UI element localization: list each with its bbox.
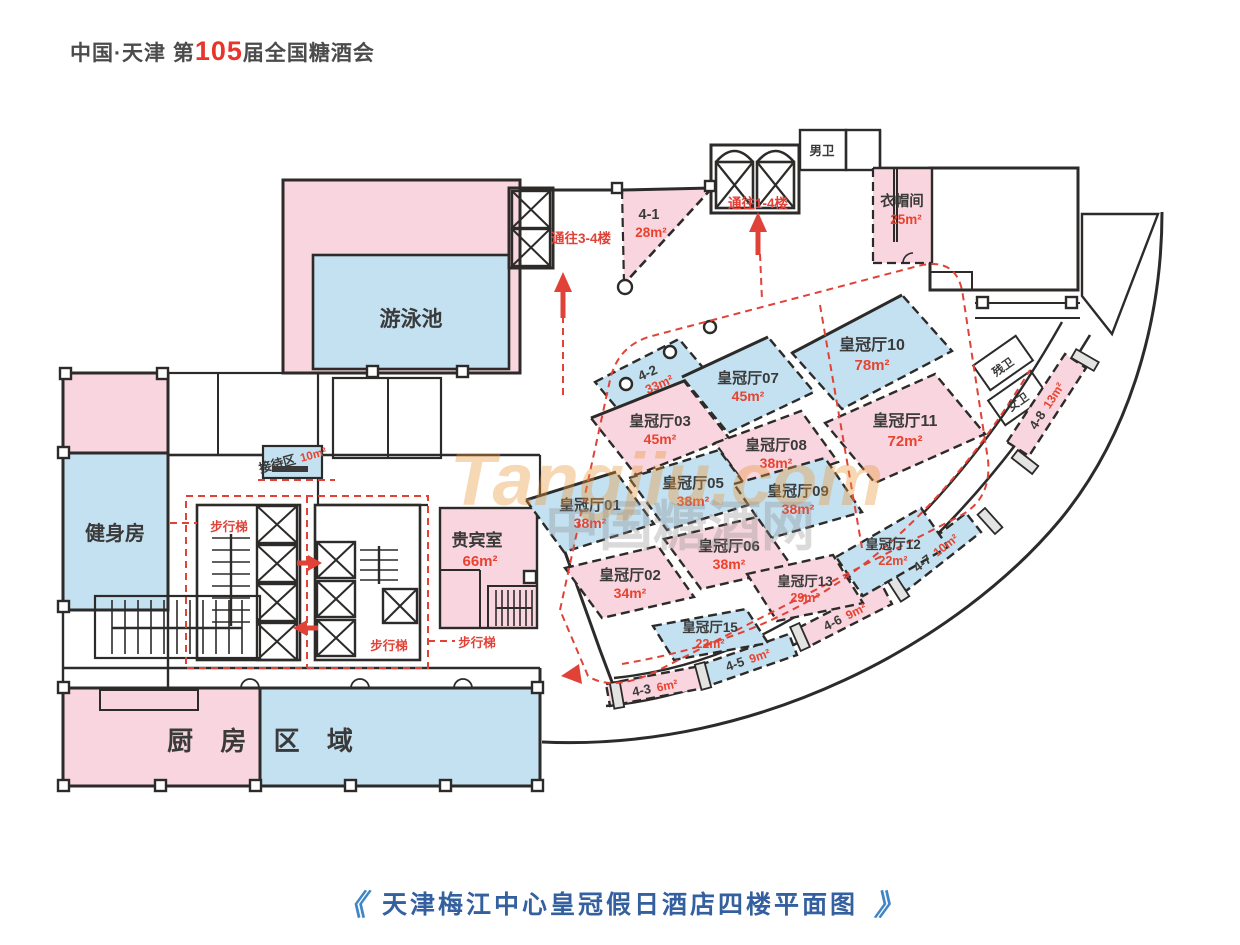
hall-cluster [524,293,987,662]
stair-room-left [61,608,170,690]
pink-room-left [61,371,170,455]
watermark: Tangjiu.com 中国糖酒网 [450,438,883,557]
hall-12-shape [834,506,950,598]
cloakroom [871,166,934,265]
svg-text:29m²: 29m² [790,591,819,605]
cloakroom-area: 25m² [890,212,922,227]
watermark-site: 中国糖酒网 [545,497,815,557]
svg-text:皇冠厅15: 皇冠厅15 [682,619,738,635]
svg-text:38m²: 38m² [782,501,815,517]
vip-area: 66m² [462,553,497,570]
core-right-stairs [360,546,398,584]
arrow-up-lift14 [749,212,767,255]
caption-close-guillemet: 》 [874,890,904,922]
svg-text:78m²: 78m² [854,357,889,374]
hall-02-shape [562,544,697,620]
core-left-stairs [212,534,250,626]
svg-text:34m²: 34m² [614,585,647,601]
svg-text:22m²: 22m² [695,637,724,651]
hall-15-shape [651,607,770,662]
unit-4-1 [616,186,713,296]
accessible-wc-room [971,334,1035,392]
svg-text:38m²: 38m² [760,455,793,471]
svg-text:28m²: 28m² [635,225,667,240]
elevator-core-left [195,503,302,662]
reception-area [261,444,324,480]
band-separators [608,347,1100,710]
kitchen-zone [61,686,542,788]
lift-3-4-label: 通往3-4楼 [551,230,612,246]
back-room-1 [166,371,320,457]
caption-title: 天津梅江中心皇冠假日酒店四楼平面图 [381,891,858,919]
gym-room [61,451,170,612]
svg-text:皇冠厅09: 皇冠厅09 [767,482,829,500]
svg-text:皇冠厅01: 皇冠厅01 [559,496,621,514]
lift-1-4-label: 通往1-4楼 [728,195,789,211]
swimming-pool [311,253,511,371]
stairs-label-2: 步行梯 [370,638,408,653]
red-dashed-circulation [170,253,1031,685]
svg-text:皇冠厅12: 皇冠厅12 [865,536,921,552]
svg-text:45m²: 45m² [644,431,677,447]
guest-elevators-1-4 [709,143,801,215]
kitchen-label: 厨 房 区 域 [167,726,363,756]
svg-text:4-1: 4-1 [639,207,660,223]
corner-room [1080,212,1160,337]
pool-block [281,178,522,375]
svg-text:45m²: 45m² [732,388,765,404]
stairs-vip [495,590,533,626]
svg-text:38m²: 38m² [574,515,607,531]
core-arrow-left [293,620,318,636]
svg-text:皇冠厅07: 皇冠厅07 [717,369,779,387]
hall-10-shape [790,293,954,411]
hall-13-shape [745,553,865,623]
caption-open-guillemet: 《 [336,890,366,922]
fair-number: 105 [194,36,243,66]
svg-text:皇冠厅06: 皇冠厅06 [698,537,760,555]
svg-text:22m²: 22m² [878,554,907,568]
plan-caption: 《天津梅江中心皇冠假日酒店四楼平面图》 [0,882,1240,924]
arrow-up-lift34 [554,272,572,318]
stairs-label-1: 步行梯 [210,519,248,534]
svg-text:皇冠厅10: 皇冠厅10 [839,335,905,354]
elevator-core-right [313,503,422,662]
stairs-bottom-left [93,594,262,660]
womens-wc-room [986,369,1050,427]
svg-text:皇冠厅05: 皇冠厅05 [662,474,724,492]
svg-text:72m²: 72m² [887,433,922,450]
door-arcs [240,678,473,689]
vip-label: 贵宾室 [452,530,503,550]
core-arrow-right [297,555,322,571]
unit-4-8 [1005,352,1088,458]
stairs-label-3: 步行梯 [458,635,496,650]
svg-text:皇冠厅03: 皇冠厅03 [629,412,691,430]
hall-09-shape [732,456,864,540]
svg-text:38m²: 38m² [677,493,710,509]
outer-arc-wall [541,211,1164,745]
hall-11-shape [823,372,987,485]
structural-columns [56,179,1079,793]
svg-text:4-59m²: 4-59m² [724,645,773,674]
service-elevators-3-4 [507,186,555,270]
svg-text:皇冠厅08: 皇冠厅08 [745,436,807,454]
svg-text:4-2: 4-2 [636,362,660,384]
gym-label: 健身房 [85,521,145,545]
svg-text:皇冠厅13: 皇冠厅13 [777,573,833,589]
page-title: 中国·天津 第105届全国糖酒会 [70,36,375,66]
watermark-brand: Tangjiu.com [450,438,883,521]
core-right-shafts [315,540,419,658]
cloakroom-label: 衣帽间 [880,192,924,210]
svg-text:38m²: 38m² [713,556,746,572]
reception-desk [272,466,308,472]
pool-label: 游泳池 [380,307,443,331]
svg-text:皇冠厅11: 皇冠厅11 [873,411,938,430]
core-left-shafts [255,504,299,662]
mens-wc-label: 男卫 [809,144,835,158]
svg-text:皇冠厅02: 皇冠厅02 [599,566,661,584]
dashed-arrow-tip [561,664,582,684]
